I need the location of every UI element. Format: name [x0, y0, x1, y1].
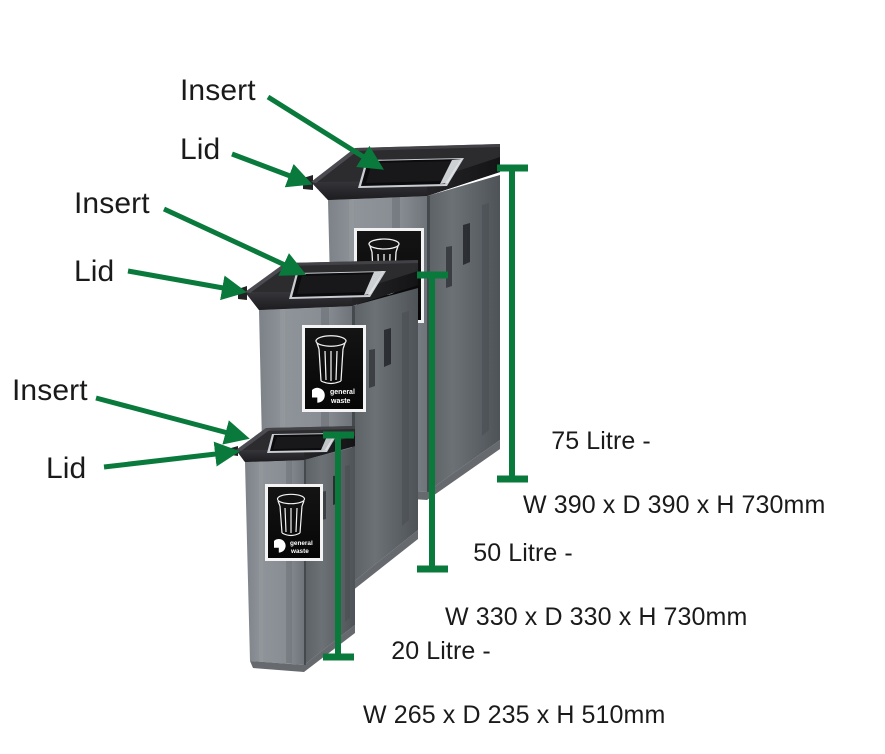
callout-lid-20: Lid [46, 452, 87, 485]
bin-50-waste-sticker: general waste [302, 325, 366, 412]
leader-lid-75 [231, 151, 313, 188]
callout-lid-50: Lid [74, 255, 115, 288]
dimension-measurements-50: W 330 x D 330 x H 730mm [445, 603, 748, 631]
dimension-capacity-20: 20 Litre - [391, 637, 491, 665]
leader-insert-75 [266, 94, 384, 170]
leader-insert-50 [162, 206, 307, 276]
dimension-lines [323, 164, 528, 661]
callout-insert-20: Insert [12, 374, 88, 407]
sticker-text-line1: general [330, 389, 355, 396]
dimension-capacity-50: 50 Litre - [473, 539, 573, 567]
sticker-text-line2: waste [290, 548, 309, 555]
dimension-capacity-75: 75 Litre - [551, 427, 651, 455]
dimension-line-50 [417, 271, 448, 573]
bin-20-waste-sticker: general waste [265, 484, 323, 561]
callout-insert-75: Insert [180, 74, 256, 107]
dimension-measurements-75: W 390 x D 390 x H 730mm [523, 491, 826, 519]
sticker-text-line2: waste [330, 398, 351, 405]
recycle-arrow-icon [312, 387, 325, 403]
dimension-line-75 [497, 164, 528, 483]
dimension-label-50: 50 Litre - W 330 x D 330 x H 730mm [445, 505, 747, 697]
leader-lid-50 [127, 268, 247, 301]
dimension-label-75: 75 Litre - W 390 x D 390 x H 730mm [523, 393, 825, 585]
dimension-label-20: 20 Litre - W 265 x D 235 x H 510mm [363, 603, 665, 754]
leader-insert-20 [95, 395, 250, 445]
callout-leader-lines [95, 94, 384, 470]
dimension-measurements-20: W 265 x D 235 x H 510mm [363, 701, 666, 729]
leader-lid-20 [103, 441, 240, 470]
dimension-line-20 [323, 431, 354, 661]
sticker-text-line1: general [290, 540, 313, 547]
recycle-arrow-icon [274, 539, 286, 553]
callout-insert-50: Insert [74, 187, 150, 220]
callout-lid-75: Lid [180, 133, 221, 166]
